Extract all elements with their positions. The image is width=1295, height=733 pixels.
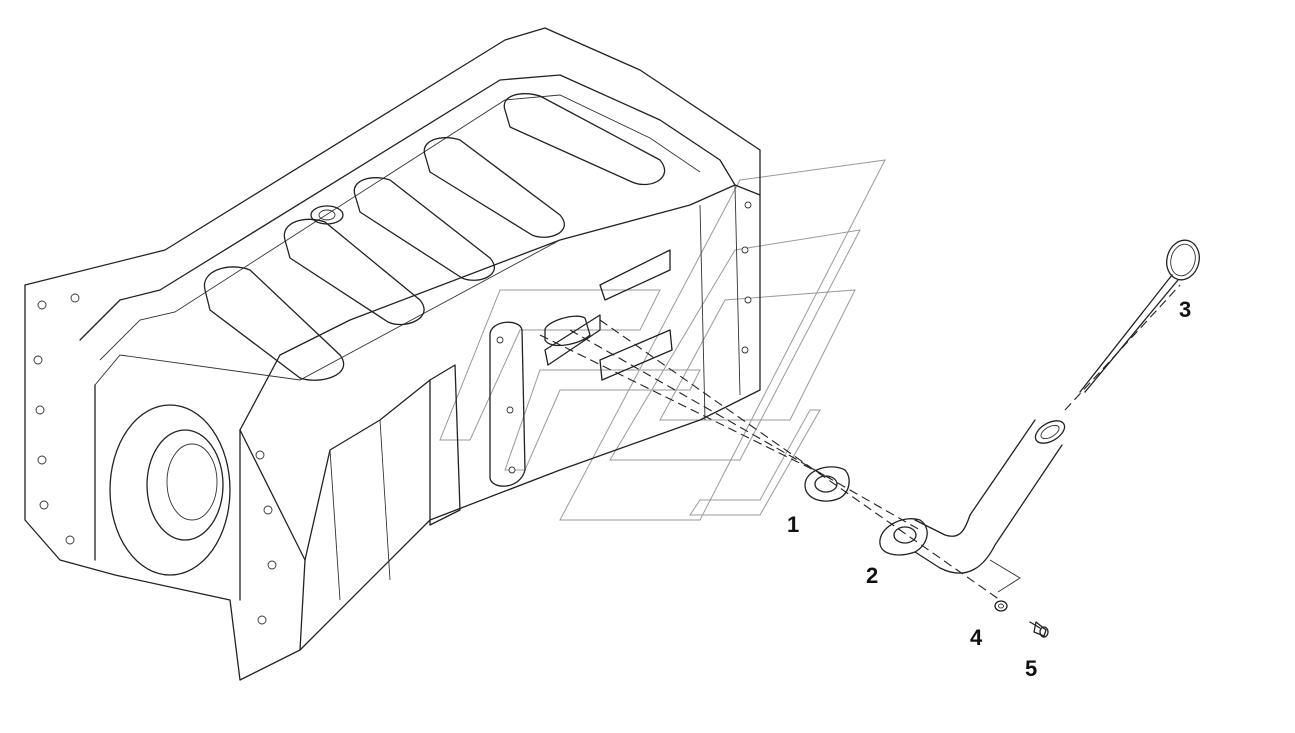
part-1-gasket bbox=[804, 466, 850, 502]
part-2-filler-tube bbox=[879, 419, 1066, 593]
callout-3: 3 bbox=[1179, 297, 1191, 322]
transmission-housing bbox=[24, 27, 761, 681]
part-4-washer bbox=[994, 600, 1008, 612]
housing-bolt-holes bbox=[33, 201, 752, 625]
part-5-bolt bbox=[1029, 621, 1049, 638]
callout-1: 1 bbox=[787, 512, 799, 537]
callout-5: 5 bbox=[1025, 656, 1037, 681]
watermark-logo bbox=[439, 159, 886, 521]
callout-2: 2 bbox=[866, 563, 878, 588]
callout-4: 4 bbox=[970, 625, 983, 650]
part-3-dipstick bbox=[1079, 239, 1200, 393]
